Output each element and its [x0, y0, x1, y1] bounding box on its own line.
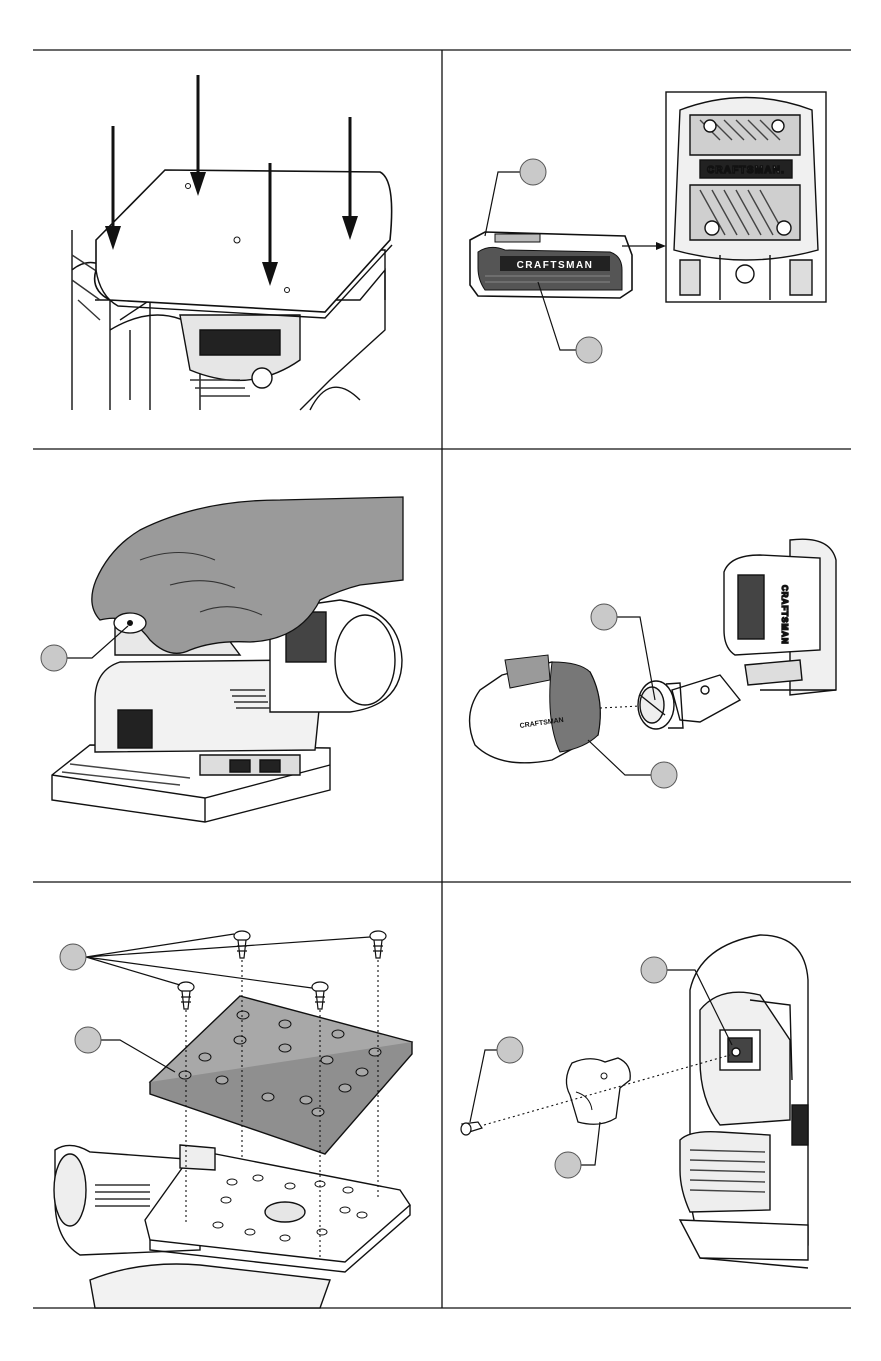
sanding-plate — [95, 170, 392, 318]
battery-brand-text: CRAFTSMAN — [517, 260, 594, 271]
callout-latch — [485, 159, 546, 236]
dust-bag: CRAFTSMAN — [470, 655, 601, 763]
tool-battery-housing: CRAFTSMAN. — [666, 92, 826, 302]
callout-screw — [470, 1037, 523, 1122]
callout-screws — [60, 934, 370, 988]
figure-pad-screws — [54, 931, 412, 1308]
figure-dust-bag: CRAFTSMAN CRAFTSMAN — [470, 539, 836, 788]
adapter-bracket — [566, 1058, 630, 1124]
figure-hand-on-switch — [41, 497, 403, 822]
sandpaper-sheet — [150, 996, 412, 1154]
callout-sandpaper — [75, 1027, 175, 1072]
figure-adapter-screw — [461, 935, 808, 1268]
tool-brand-text: CRAFTSMAN. — [707, 165, 785, 176]
alignment-dashed-line — [600, 706, 640, 708]
figure-pad-installation — [72, 75, 392, 410]
tool-side-brand-text: CRAFTSMAN — [780, 585, 789, 645]
tool-rear-illustration: CRAFTSMAN — [724, 539, 836, 695]
switch-knob — [114, 613, 146, 633]
tool-side-illustration — [680, 935, 808, 1268]
battery-pack: CRAFTSMAN — [470, 232, 632, 298]
callout-dust-bag — [588, 740, 677, 788]
sander-base-illustration — [54, 1145, 410, 1308]
dust-port-adapter — [638, 675, 740, 729]
figure-battery-insertion: CRAFTSMAN CRAFTSMAN. — [470, 92, 826, 363]
callout-bracket — [555, 1122, 600, 1178]
screw-icon — [461, 1122, 482, 1135]
